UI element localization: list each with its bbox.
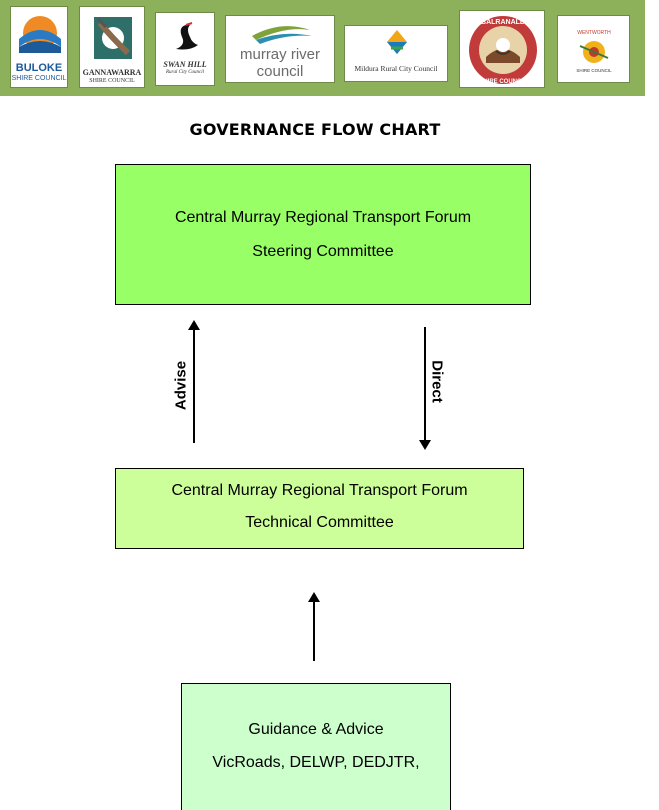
buloke-emblem-icon: [19, 16, 61, 53]
technical-committee-name: Technical Committee: [245, 514, 394, 531]
guidance-arrow-head-icon: [308, 592, 320, 602]
gannawarra-pelican-icon: [94, 17, 132, 59]
mildura-logo-name: Mildura Rural City Council: [354, 64, 438, 73]
buloke-logo: BULOKE SHIRE COUNCIL: [10, 6, 68, 88]
advise-arrow-head-icon: [188, 320, 200, 330]
mildura-logo: Mildura Rural City Council: [344, 25, 448, 82]
flow-chart-title: GOVERNANCE FLOW CHART: [189, 120, 441, 139]
murray-river-logo-name: murray river: [239, 46, 320, 63]
wentworth-logo: WENTWORTH SHIRE COUNCIL: [557, 15, 630, 83]
balranald-logo: BALRANALD SHIRE COUNCIL: [459, 10, 545, 88]
guidance-arrow: [313, 600, 315, 661]
swan-icon: [176, 22, 198, 50]
guidance-advice-title: Guidance & Advice: [248, 721, 384, 738]
advise-arrow: [193, 328, 195, 443]
steering-committee-forum-name: Central Murray Regional Transport Forum: [174, 209, 472, 226]
technical-committee-box: Central Murray Regional Transport Forum …: [115, 468, 524, 549]
council-logo-banner: BULOKE SHIRE COUNCIL GANNAWARRA SHIRE CO…: [0, 0, 645, 96]
direct-arrow-head-icon: [419, 440, 431, 450]
wentworth-logo-name: WENTWORTH: [577, 30, 611, 36]
guidance-advice-box: Guidance & Advice VicRoads, DELWP, DEDJT…: [181, 683, 451, 810]
advise-label: Advise: [172, 360, 190, 411]
swan-hill-logo-name: SWAN HILL: [163, 60, 207, 69]
guidance-advice-agencies: VicRoads, DELWP, DEDJTR,: [212, 754, 420, 771]
mildura-diamond-icon: [387, 30, 407, 54]
murray-river-logo: murray river council: [225, 15, 335, 83]
balranald-logo-name: BALRANALD: [481, 19, 525, 26]
wentworth-sun-icon: WENTWORTH SHIRE COUNCIL: [576, 30, 612, 73]
direct-label: Direct: [428, 360, 446, 403]
gannawarra-logo-name: GANNAWARRA: [82, 68, 142, 77]
swan-hill-logo-sub: Rural City Council: [165, 70, 205, 75]
steering-committee-name: Steering Committee: [252, 243, 394, 260]
balranald-logo-sub: SHIRE COUNCIL: [479, 79, 527, 85]
buloke-logo-sub: SHIRE COUNCIL: [11, 75, 67, 82]
balranald-seal-icon: BALRANALD SHIRE COUNCIL: [469, 16, 537, 85]
gannawarra-logo: GANNAWARRA SHIRE COUNCIL: [79, 6, 145, 88]
steering-committee-box: Central Murray Regional Transport Forum …: [115, 164, 531, 305]
murray-river-logo-sub: council: [256, 63, 304, 80]
swan-hill-logo: SWAN HILL Rural City Council: [155, 12, 215, 86]
murray-river-swoosh-icon: [252, 26, 312, 44]
direct-arrow: [424, 327, 426, 440]
technical-committee-forum-name: Central Murray Regional Transport Forum: [171, 482, 468, 499]
gannawarra-logo-sub: SHIRE COUNCIL: [89, 78, 135, 84]
buloke-logo-name: BULOKE: [15, 62, 63, 74]
wentworth-logo-sub: SHIRE COUNCIL: [576, 68, 612, 73]
